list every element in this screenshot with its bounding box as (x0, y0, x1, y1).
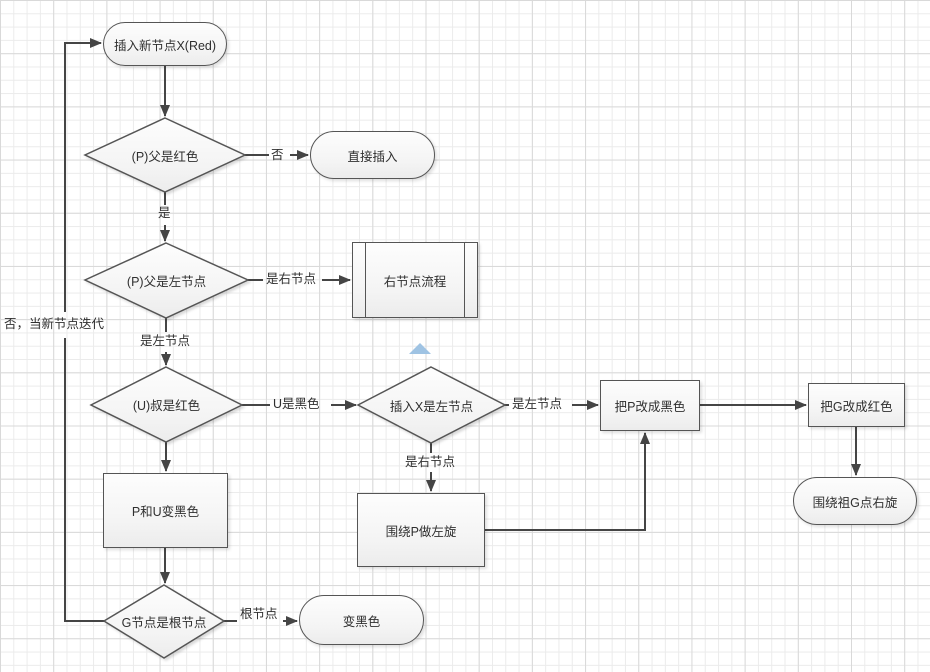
edge-label-x-is-left: 是左节点 (512, 397, 563, 411)
connector-rotatep-to-pblack[interactable] (485, 432, 650, 531)
decision-uncle-red[interactable] (89, 366, 244, 443)
node-start[interactable]: 插入新节点X(Red) (103, 22, 227, 66)
edge-label-root-node: 根节点 (240, 607, 278, 621)
connector-loopback-upper[interactable] (64, 38, 102, 312)
node-to-black-label: 变黑色 (342, 614, 381, 629)
node-p-to-black[interactable]: 把P改成黑色 (600, 380, 700, 431)
predefined-process-bar-left (365, 242, 366, 318)
edge-label-loop-back: 否，当新节点迭代 (4, 317, 105, 331)
decision-x-left[interactable] (356, 366, 507, 444)
edge-label-is-right-node: 是右节点 (266, 272, 317, 286)
node-direct-insert-label: 直接插入 (347, 149, 398, 164)
node-rotate-p-left[interactable]: 围绕P做左旋 (357, 493, 485, 567)
node-p-u-black-label: P和U变黑色 (131, 505, 200, 519)
edge-label-u-is-black: U是黑色 (273, 397, 320, 411)
edge-label-x-is-right: 是右节点 (405, 455, 456, 469)
node-p-to-black-label: 把P改成黑色 (614, 400, 686, 414)
node-rotate-p-left-label: 围绕P做左旋 (385, 524, 457, 539)
node-p-u-black[interactable]: P和U变黑色 (103, 473, 228, 548)
node-g-to-red-label: 把G改成红色 (820, 399, 893, 414)
node-right-node-flow-label: 右节点流程 (383, 274, 447, 289)
edge-label-is-left-node: 是左节点 (140, 334, 191, 348)
node-rotate-g-right-label: 围绕祖G点右旋 (812, 495, 898, 510)
predefined-process-bar-right (464, 242, 465, 318)
node-rotate-g-right[interactable]: 围绕祖G点右旋 (793, 477, 917, 525)
node-direct-insert[interactable]: 直接插入 (310, 131, 435, 179)
decision-g-root[interactable] (102, 584, 226, 659)
node-start-label: 插入新节点X(Red) (113, 38, 217, 53)
edge-label-no: 否 (271, 148, 284, 162)
selection-handle-icon[interactable] (409, 343, 431, 354)
connector-loopback-lower[interactable] (64, 338, 104, 622)
decision-parent-left[interactable] (83, 242, 250, 319)
node-right-node-flow[interactable]: 右节点流程 (352, 242, 478, 318)
edge-label-yes: 是 (158, 206, 171, 220)
decision-parent-red[interactable] (83, 117, 247, 193)
node-to-black[interactable]: 变黑色 (299, 595, 424, 645)
node-g-to-red[interactable]: 把G改成红色 (808, 383, 905, 427)
